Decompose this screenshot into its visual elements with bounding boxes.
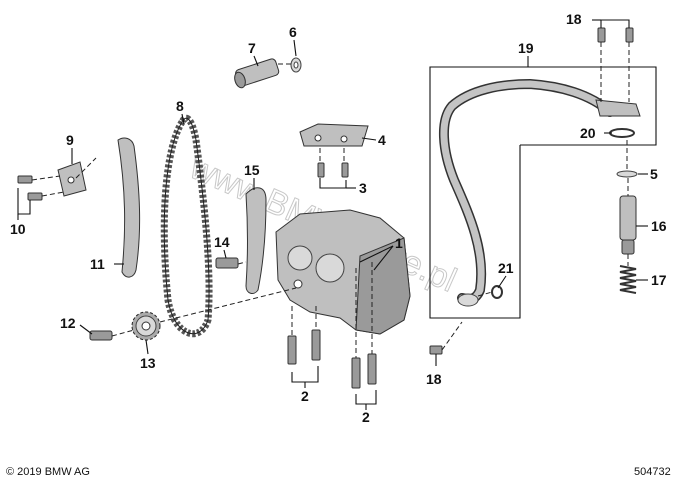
callout-12: 12: [60, 315, 76, 331]
callout-4: 4: [378, 132, 386, 148]
callout-10: 10: [10, 221, 26, 237]
part-15-tensioner-rail[interactable]: [245, 187, 267, 294]
part-13-sprocket[interactable]: [131, 311, 161, 341]
callout-1: 1: [395, 235, 403, 251]
callout-7: 7: [248, 40, 256, 56]
callout-6: 6: [289, 24, 297, 40]
assembly-frame: [429, 66, 657, 319]
callout-3: 3: [359, 180, 367, 196]
callout-17: 17: [651, 272, 667, 288]
callout-5: 5: [650, 166, 658, 182]
part-14-bolt[interactable]: [215, 257, 239, 269]
callout-2-right: 2: [362, 409, 370, 425]
part-7-pin[interactable]: [233, 58, 280, 89]
copyright: © 2019 BMW AG: [6, 466, 90, 478]
callout-8: 8: [176, 98, 184, 114]
part-20-o-ring[interactable]: [609, 128, 635, 138]
part-19-oil-pipe[interactable]: [438, 78, 641, 307]
callout-labels: 1 2 2 3 4 5 6 7 8 9 10 11 12 13 14 15 16…: [10, 11, 667, 425]
part-6-washer[interactable]: [290, 57, 302, 73]
assembly-lines: [31, 42, 630, 358]
part-18-bolt-bottom[interactable]: [429, 345, 443, 355]
callout-2-left: 2: [301, 388, 309, 404]
part-5-washer[interactable]: [616, 170, 638, 178]
part-11-chain-guide[interactable]: [117, 137, 141, 278]
part-9-chain-bracket[interactable]: [57, 161, 87, 197]
part-21-o-ring[interactable]: [491, 285, 503, 299]
callout-16: 16: [651, 218, 667, 234]
callout-13: 13: [140, 355, 156, 371]
callout-21: 21: [498, 260, 514, 276]
callout-18-top: 18: [566, 11, 582, 27]
part-2-bolts-left[interactable]: [287, 329, 321, 365]
part-3-bolts[interactable]: [317, 162, 349, 178]
callout-14: 14: [214, 234, 230, 250]
part-10-bolts[interactable]: [17, 175, 43, 201]
diagram-number: 504732: [634, 466, 671, 478]
callout-20: 20: [580, 125, 596, 141]
part-2-bolts-right[interactable]: [351, 353, 377, 389]
callout-19: 19: [518, 40, 534, 56]
part-1-oil-pump-housing[interactable]: [275, 209, 411, 335]
part-8-timing-chain[interactable]: [160, 114, 213, 338]
part-4-bracket[interactable]: [299, 123, 369, 147]
part-17-spring[interactable]: [619, 265, 637, 294]
callout-18-bottom: 18: [426, 371, 442, 387]
part-18-bolts-top[interactable]: [597, 27, 634, 43]
part-16-valve-piston[interactable]: [619, 195, 637, 255]
callout-11: 11: [90, 256, 105, 272]
part-12-bolt[interactable]: [89, 330, 113, 341]
callout-15: 15: [244, 162, 260, 178]
leader-lines: [17, 19, 648, 410]
callout-9: 9: [66, 132, 74, 148]
